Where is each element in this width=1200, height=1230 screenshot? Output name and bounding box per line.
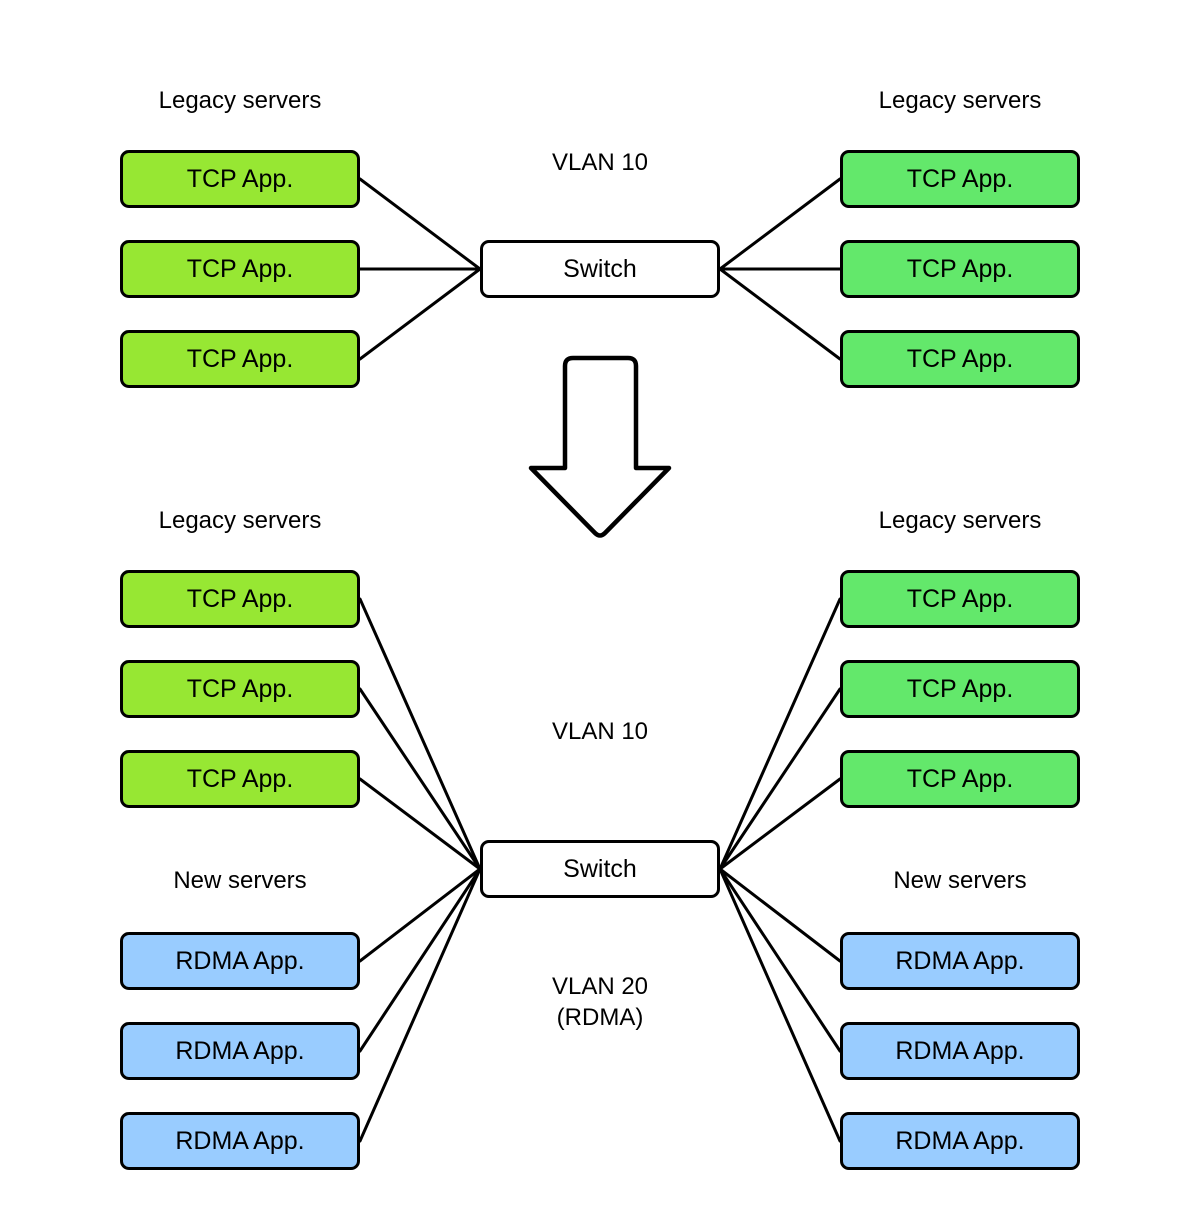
rdma-app-node: RDMA App.: [840, 1112, 1080, 1170]
connector-line: [718, 597, 842, 871]
tcp-app-node: TCP App.: [120, 570, 360, 628]
group-label-legacy-servers-bottom-left: Legacy servers: [158, 507, 322, 534]
connector-line: [718, 777, 842, 871]
connector-line: [718, 867, 842, 1143]
tcp-app-node: TCP App.: [120, 660, 360, 718]
down-arrow-icon: [528, 355, 672, 538]
vlan10-label-bottom: VLAN 10: [551, 718, 649, 745]
switch-node: Switch: [480, 840, 720, 898]
vlan20-label-line1: VLAN 20: [551, 973, 649, 1000]
connector-line: [718, 177, 842, 271]
rdma-app-node: RDMA App.: [120, 1112, 360, 1170]
connector-line: [358, 867, 482, 1053]
vlan20-label-line2: (RDMA): [556, 1004, 644, 1031]
group-label-legacy-servers-top-left: Legacy servers: [158, 87, 322, 114]
connector-line: [358, 267, 482, 361]
connector-lines: [358, 177, 842, 1143]
connector-line: [358, 867, 482, 1143]
switch-node: Switch: [480, 240, 720, 298]
group-label-new-servers-right: New servers: [893, 867, 1027, 894]
tcp-app-node: TCP App.: [840, 570, 1080, 628]
group-label-legacy-servers-top-right: Legacy servers: [878, 87, 1042, 114]
tcp-app-node: TCP App.: [120, 750, 360, 808]
tcp-app-node: TCP App.: [120, 240, 360, 298]
connector-line: [358, 867, 482, 963]
rdma-app-node: RDMA App.: [840, 1022, 1080, 1080]
tcp-app-node: TCP App.: [120, 150, 360, 208]
rdma-app-node: RDMA App.: [840, 932, 1080, 990]
connector-line: [718, 687, 842, 871]
connector-line: [358, 687, 482, 871]
tcp-app-node: TCP App.: [840, 750, 1080, 808]
connector-line: [358, 597, 482, 871]
rdma-app-node: RDMA App.: [120, 1022, 360, 1080]
rdma-app-node: RDMA App.: [120, 932, 360, 990]
tcp-app-node: TCP App.: [840, 660, 1080, 718]
connector-line: [358, 177, 482, 271]
group-label-legacy-servers-bottom-right: Legacy servers: [878, 507, 1042, 534]
connector-line: [718, 867, 842, 1053]
connector-line: [358, 777, 482, 871]
tcp-app-node: TCP App.: [840, 240, 1080, 298]
tcp-app-node: TCP App.: [840, 150, 1080, 208]
connector-line: [718, 267, 842, 361]
tcp-app-node: TCP App.: [840, 330, 1080, 388]
connector-line: [718, 867, 842, 963]
vlan10-label-top: VLAN 10: [551, 149, 649, 176]
tcp-app-node: TCP App.: [120, 330, 360, 388]
vlan20-label: VLAN 20 (RDMA): [480, 971, 720, 1033]
group-label-new-servers-left: New servers: [173, 867, 307, 894]
